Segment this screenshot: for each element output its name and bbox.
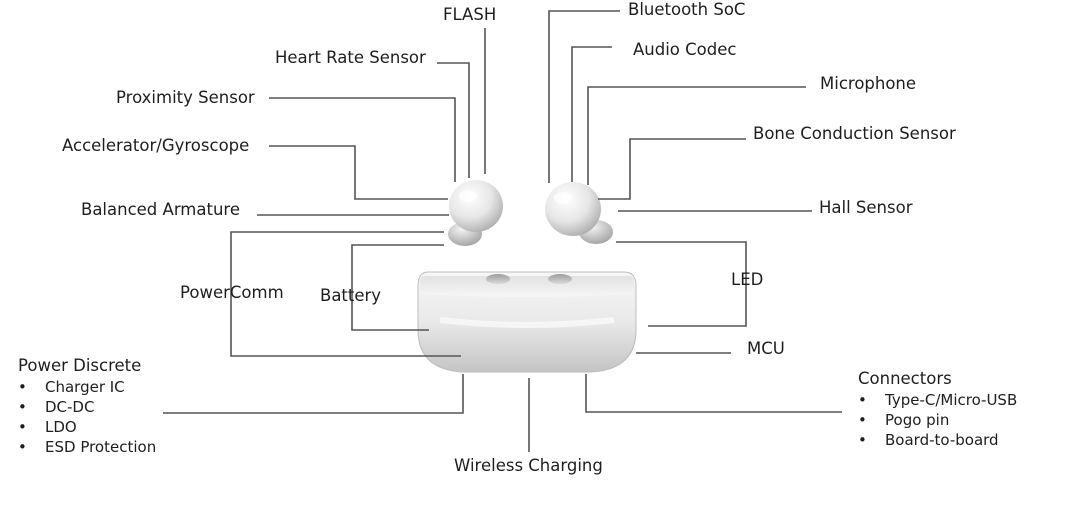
connectors-list: Type-C/Micro-USB Pogo pin Board-to-board: [858, 390, 1017, 450]
leader-microphone: [587, 86, 806, 185]
label-flash: FLASH: [443, 5, 497, 24]
list-item: Pogo pin: [858, 410, 1017, 430]
label-audio-codec: Audio Codec: [633, 40, 737, 59]
list-item: Board-to-board: [858, 430, 1017, 450]
list-item: ESD Protection: [18, 437, 156, 457]
label-balanced-armature: Balanced Armature: [81, 200, 240, 219]
label-heart-rate-sensor: Heart Rate Sensor: [275, 48, 426, 67]
charging-case: [417, 271, 637, 373]
label-mcu: MCU: [747, 339, 785, 358]
case-cavity-right: [548, 274, 572, 284]
label-bluetooth-soc: Bluetooth SoC: [628, 0, 746, 19]
list-item: LDO: [18, 417, 156, 437]
leader-bluetooth-soc: [548, 10, 620, 183]
label-powercomm: PowerComm: [180, 283, 284, 302]
label-wireless-charging: Wireless Charging: [454, 456, 603, 475]
leader-heart-rate-sensor: [437, 62, 470, 178]
leader-proximity-sensor: [269, 97, 456, 182]
power-discrete-title: Power Discrete: [18, 356, 142, 375]
connectors-group: Connectors Type-C/Micro-USB Pogo pin Boa…: [858, 369, 1017, 450]
leader-accelerator-gyroscope: [269, 145, 448, 200]
label-proximity-sensor: Proximity Sensor: [116, 88, 255, 107]
label-accelerator-gyroscope: Accelerator/Gyroscope: [62, 136, 250, 155]
earbud-right: [545, 182, 613, 244]
leader-connectors: [585, 374, 842, 413]
leader-powercomm: [230, 231, 461, 357]
leader-power-discrete: [163, 374, 464, 414]
case-cavity-left: [486, 274, 510, 284]
label-led: LED: [731, 270, 764, 289]
leader-lines: [163, 10, 842, 452]
power-discrete-list: Charger IC DC-DC LDO ESD Protection: [18, 377, 156, 457]
power-discrete-group: Power Discrete Charger IC DC-DC LDO ESD …: [18, 356, 156, 457]
label-microphone: Microphone: [820, 74, 917, 93]
leader-bone-conduction-sensor: [598, 138, 746, 200]
list-item: DC-DC: [18, 397, 156, 417]
list-item: Type-C/Micro-USB: [858, 390, 1017, 410]
leader-battery: [351, 244, 444, 331]
label-bone-conduction-sensor: Bone Conduction Sensor: [753, 124, 956, 143]
earbud-left: [448, 180, 503, 246]
label-battery: Battery: [320, 286, 382, 305]
list-item: Charger IC: [18, 377, 156, 397]
label-hall-sensor: Hall Sensor: [819, 198, 913, 217]
connectors-title: Connectors: [858, 369, 952, 388]
leader-led: [616, 241, 747, 327]
leader-audio-codec: [571, 46, 612, 182]
